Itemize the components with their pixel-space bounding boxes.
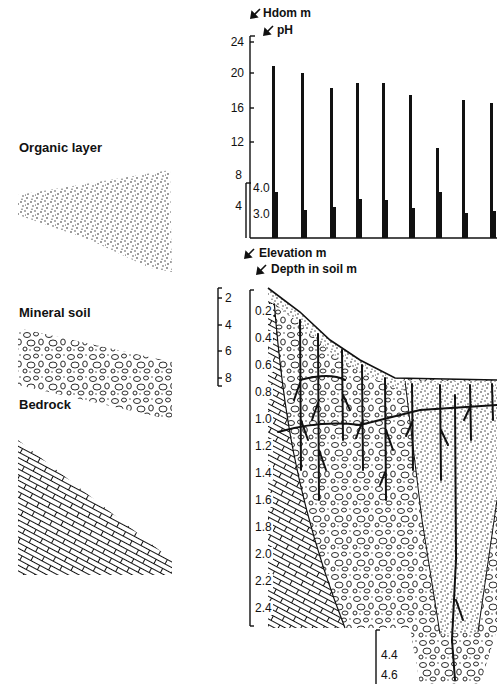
tick-label: 0.4 [254, 331, 273, 345]
organic-pocket [405, 381, 497, 634]
drawing-mark [342, 350, 350, 440]
drawing-mark [274, 192, 278, 238]
legend-text: Organic layer [18, 140, 103, 156]
drawing-mark [250, 107, 254, 108]
organic-layer-sample [18, 170, 172, 272]
drawing-mark [245, 183, 246, 238]
drawing-mark [452, 395, 463, 680]
tick-label: 1.8 [254, 520, 273, 534]
drawing-mark [492, 211, 496, 238]
drawing-mark [218, 350, 222, 351]
tick-label: 0.6 [254, 358, 273, 372]
tick-label: 6 [224, 344, 233, 358]
tick-label: 1.6 [254, 493, 273, 507]
tick-label: 24 [230, 35, 245, 49]
drawing-mark [440, 385, 448, 480]
roots [278, 320, 497, 680]
drawing-mark [264, 29, 270, 35]
ground-surface [268, 288, 497, 380]
drawing-mark [250, 41, 254, 42]
bedrock-sample [18, 440, 172, 575]
drawing-mark [492, 384, 493, 420]
drawing-mark [303, 210, 307, 238]
axis-title: Elevation m [258, 246, 327, 260]
tick-label: 12 [230, 135, 245, 149]
drawing-mark [312, 334, 326, 500]
tick-label: 2.0 [254, 547, 273, 561]
drawing-mark [300, 376, 345, 380]
mineral-soil-region [268, 288, 497, 684]
drawing-mark [464, 213, 468, 238]
tick-label: 1.2 [254, 439, 273, 453]
tick-label: 4.4 [380, 648, 399, 662]
drawing-mark [356, 365, 363, 470]
tick-label: 1.0 [254, 412, 273, 426]
drawing-mark [384, 200, 388, 238]
hdom-bars [272, 66, 493, 238]
drawing-mark [375, 630, 376, 684]
drawing-mark [218, 324, 222, 325]
tick-label: 2.2 [254, 574, 273, 588]
drawing-mark [380, 378, 393, 500]
drawing-mark [250, 625, 254, 626]
tick-label: 8 [224, 371, 233, 385]
drawing-mark [250, 35, 255, 36]
tick-label: 4 [234, 199, 243, 213]
drawing-mark [376, 629, 380, 630]
drawing-mark [332, 207, 336, 238]
mineral-soil-sample [18, 328, 172, 420]
drawing-mark [278, 405, 497, 432]
drawing-mark [438, 192, 442, 238]
drawing-mark [250, 289, 254, 290]
drawing-mark [218, 385, 222, 386]
drawing-mark [464, 385, 471, 440]
drawing-mark [245, 252, 251, 258]
tick-label: 1.4 [254, 466, 273, 480]
drawing-mark [218, 377, 222, 378]
axis-title: pH [276, 23, 294, 37]
drawing-mark [294, 320, 308, 470]
tick-label: 4.6 [380, 668, 399, 682]
drawing-mark [250, 141, 254, 142]
drawing-mark [406, 384, 413, 470]
axis-title: Depth in soil m [270, 262, 358, 276]
drawing-mark [249, 36, 250, 238]
tick-label: 16 [230, 101, 245, 115]
tick-label: 0.2 [254, 304, 273, 318]
pointer-arrows [245, 9, 273, 274]
organic-pocket-fill [405, 381, 497, 634]
tick-label: 2.4 [254, 601, 273, 615]
drawing-mark [411, 208, 415, 238]
drawing-mark [257, 268, 263, 274]
drawing-mark [250, 237, 497, 238]
drawing-mark [217, 288, 218, 386]
bedrock-region [268, 290, 345, 628]
legend-text: Bedrock [18, 397, 72, 413]
tick-label: 4.0 [252, 181, 271, 195]
tick-label: 3.0 [252, 207, 271, 221]
drawing-mark [246, 182, 251, 183]
pocket-boundary [405, 381, 497, 634]
tick-label: 20 [230, 66, 245, 80]
drawing-mark [250, 72, 254, 73]
drawing-mark [218, 297, 222, 298]
tick-label: 2 [224, 291, 233, 305]
drawing-mark [218, 287, 222, 288]
drawing-mark [251, 12, 257, 18]
tick-label: 8 [234, 168, 243, 182]
tick-label: 4 [224, 318, 233, 332]
ph-bars [274, 192, 496, 238]
axis-title: Hdom m [262, 6, 312, 20]
legend-text: Mineral soil [18, 305, 92, 321]
drawing-mark [358, 199, 362, 238]
chart-axes [246, 36, 497, 238]
drawing-mark [249, 290, 250, 626]
tick-label: 0.8 [254, 385, 273, 399]
